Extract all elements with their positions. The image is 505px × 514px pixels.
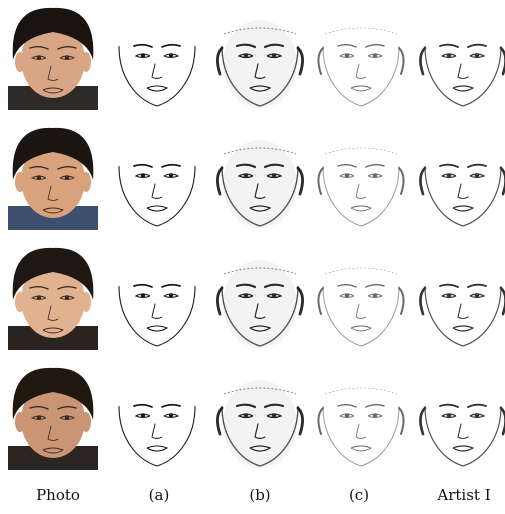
photo-subject-4 xyxy=(3,366,103,470)
sketch-a-subject-4 xyxy=(118,403,196,467)
face-grid xyxy=(3,6,505,470)
photo-subject-2 xyxy=(3,126,103,230)
sketch-c-subject-3 xyxy=(317,267,405,347)
sketch-artist-subject-1 xyxy=(419,43,505,107)
sketch-b-subject-4 xyxy=(216,380,304,468)
sketch-c-subject-4 xyxy=(317,387,405,467)
sketch-b-subject-3 xyxy=(216,260,304,348)
sketch-a-subject-1 xyxy=(118,43,196,107)
sketch-c-subject-2 xyxy=(317,147,405,227)
caption-artist: Artist I xyxy=(437,486,491,504)
caption-a: (a) xyxy=(148,486,170,504)
caption-photo: Photo xyxy=(36,486,80,504)
sketch-a-subject-3 xyxy=(118,283,196,347)
caption-c: (c) xyxy=(348,486,370,504)
sketch-b-subject-2 xyxy=(216,140,304,228)
photo-subject-1 xyxy=(3,6,103,110)
caption-b: (b) xyxy=(249,486,271,504)
sketch-b-subject-1 xyxy=(216,20,304,108)
photo-subject-3 xyxy=(3,246,103,350)
sketch-artist-subject-2 xyxy=(419,163,505,227)
sketch-c-subject-1 xyxy=(317,27,405,107)
sketch-artist-subject-4 xyxy=(419,403,505,467)
sketch-a-subject-2 xyxy=(118,163,196,227)
sketch-artist-subject-3 xyxy=(419,283,505,347)
